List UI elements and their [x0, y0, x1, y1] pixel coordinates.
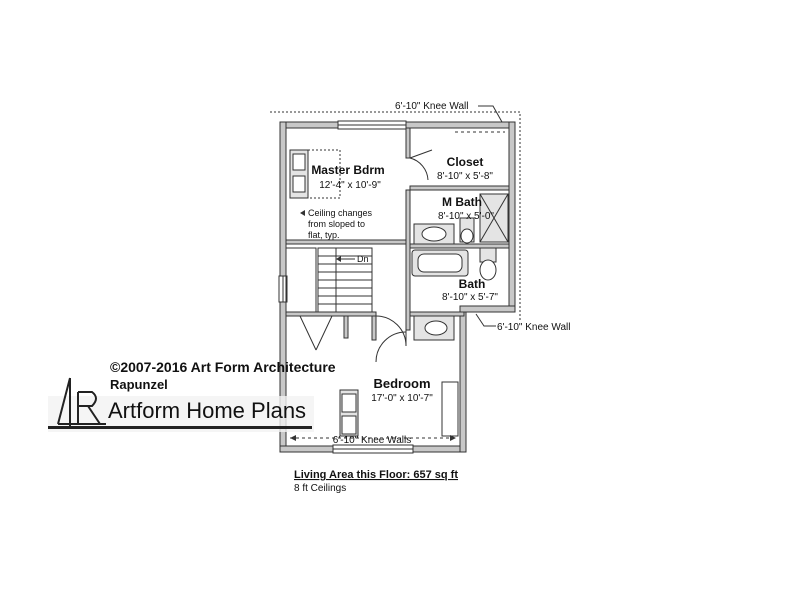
logo-text: Artform Home Plans: [108, 398, 306, 423]
master-bedroom-size: 12'-4" x 10'-9": [319, 180, 381, 191]
bedroom-name: Bedroom: [373, 376, 430, 391]
ceiling-note-arrow: [300, 210, 305, 216]
mbath-name: M Bath: [442, 195, 482, 209]
bath-fixtures: [411, 247, 497, 341]
interior-walls: [285, 127, 510, 341]
windows: [278, 120, 414, 454]
artform-logo: Artform Home Plans: [48, 377, 314, 432]
master-bedroom-name: Master Bdrm: [311, 163, 384, 177]
stairs: [285, 247, 373, 313]
knee-wall-right-leader: [475, 313, 496, 327]
knee-walls-bottom-note: 6'-10" Knee Walls: [333, 435, 411, 446]
stair-down-label: Dn: [357, 254, 369, 264]
roof-outline: [270, 111, 521, 320]
bath-door: [375, 331, 407, 363]
mbath-fixtures: [413, 193, 509, 245]
plan-name: Rapunzel: [110, 377, 168, 392]
bedroom-door: [375, 315, 407, 347]
bedroom-furniture: [339, 381, 459, 437]
master-bed: [289, 149, 341, 199]
knee-wall-right-note: 6'-10" Knee Wall: [497, 322, 570, 333]
bifold-door: [299, 315, 333, 351]
living-area-label: Living Area this Floor: 657 sq ft: [294, 469, 458, 481]
copyright-text: ©2007-2016 Art Form Architecture: [110, 359, 336, 375]
ceiling-note-line2: from sloped to: [308, 219, 365, 229]
closet-door: [409, 149, 433, 181]
bath-name: Bath: [459, 277, 486, 291]
knee-wall-top-note: 6'-10" Knee Wall: [395, 101, 468, 112]
ceiling-note-line1: Ceiling changes: [308, 208, 373, 218]
bath-size: 8'-10" x 5'-7": [442, 292, 498, 303]
knee-wall-top-leader: [478, 105, 503, 123]
closet-name: Closet: [447, 155, 484, 169]
ceiling-note-line3: flat, typ.: [308, 230, 340, 240]
ceilings-label: 8 ft Ceilings: [294, 483, 346, 494]
bedroom-size: 17'-0" x 10'-7": [371, 393, 433, 404]
mbath-size: 8'-10" x 5'-0": [438, 211, 494, 222]
closet-size: 8'-10" x 5'-8": [437, 171, 493, 182]
